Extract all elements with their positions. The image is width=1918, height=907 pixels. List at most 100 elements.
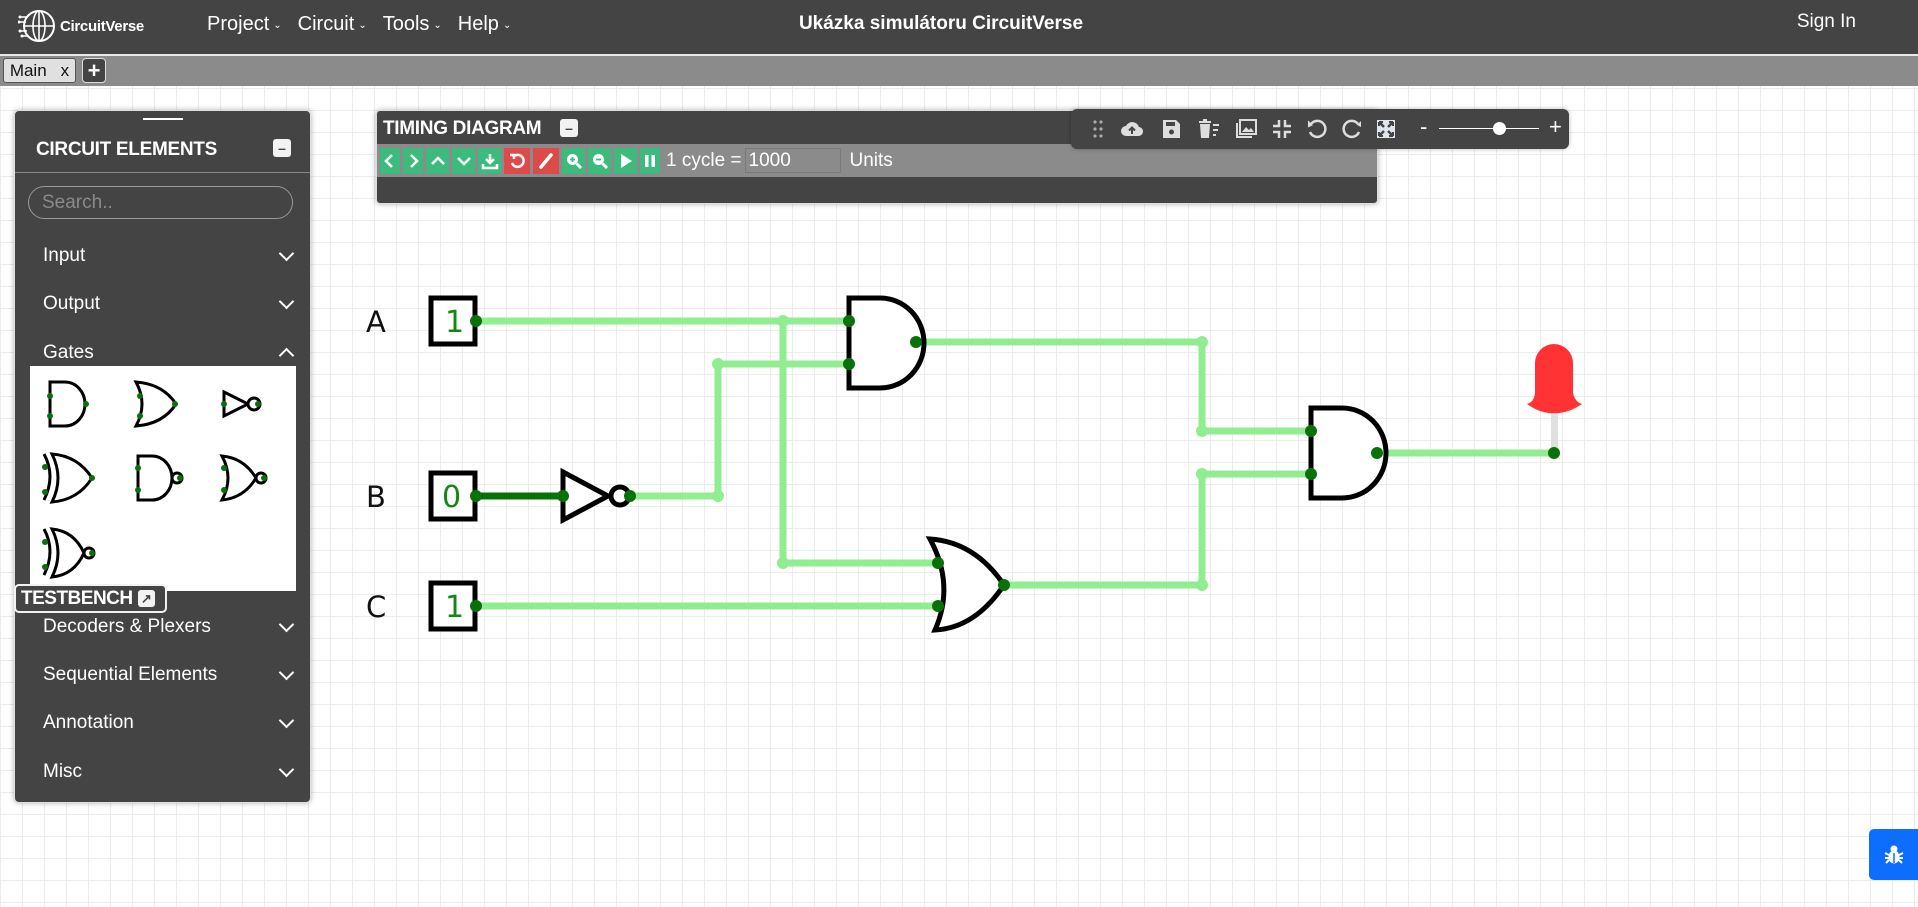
pin-node[interactable] [932,600,944,612]
pin-node[interactable] [1371,447,1383,459]
category-decoders-plexers[interactable]: Decoders & Plexers [43,612,298,642]
led-output[interactable] [1527,344,1582,452]
report-bug-button[interactable] [1869,829,1918,880]
pin-node[interactable] [998,579,1010,591]
toolbar-drag-handle[interactable] [1085,117,1111,141]
junctions [712,315,1208,591]
wire-and1-out[interactable] [912,338,1315,435]
timing-zoom-in-button[interactable] [562,147,585,174]
chevron-up-icon [430,155,445,165]
timing-pause-button[interactable] [640,147,660,174]
category-output[interactable]: Output [43,289,298,319]
wire-or-out[interactable] [1000,470,1315,589]
timing-diagram-header[interactable]: TIMING DIAGRAM – [377,111,1377,144]
junction-node[interactable] [777,315,789,327]
menu-circuit[interactable]: Circuit⌄ [298,13,367,36]
zoom-slider[interactable] [1439,128,1539,129]
drag-handle-icon [1093,120,1103,138]
tab-close-button[interactable]: x [60,60,70,80]
undo-button[interactable] [1304,117,1330,141]
testbench-button[interactable]: TESTBENCH ↗ [14,584,167,613]
quick-toolbar: - + [1071,109,1569,149]
redo-button[interactable] [1339,117,1365,141]
add-tab-button[interactable]: + [82,58,106,83]
timing-play-button[interactable] [614,147,637,174]
timing-up-button[interactable] [426,147,449,174]
element-search-input[interactable] [28,186,293,219]
tab-main[interactable]: Main x [3,58,76,83]
timing-right-button[interactable] [403,147,423,174]
menu-help[interactable]: Help⌄ [458,13,512,36]
timing-left-button[interactable] [380,147,400,174]
delete-all-button[interactable] [1196,117,1222,141]
menu-tools[interactable]: Tools⌄ [383,13,442,36]
chevron-down-icon: ⌄ [433,20,442,31]
fullscreen-button[interactable] [1373,117,1399,141]
pin-node[interactable] [843,315,855,327]
fit-screen-button[interactable] [1269,117,1295,141]
pin-node[interactable] [843,358,855,370]
junction-node[interactable] [777,557,789,569]
pin-node[interactable] [910,336,922,348]
cycle-units-input[interactable] [744,148,841,173]
zoom-in-button[interactable]: + [1549,114,1562,139]
pin-node[interactable] [557,490,569,502]
and-gate-2[interactable] [1308,405,1389,501]
pin-node[interactable] [1548,447,1560,459]
timing-down-button[interactable] [452,147,475,174]
timing-reset-button[interactable] [504,147,530,174]
project-title[interactable]: Ukázka simulátoru CircuitVerse [798,13,1084,34]
timing-eraser-button[interactable] [533,147,559,174]
and-gate-icon[interactable] [40,374,100,434]
save-button[interactable] [1158,117,1184,141]
not-gate-icon[interactable] [214,374,274,434]
junction-node[interactable] [1196,579,1208,591]
chevron-down-icon [278,664,295,681]
zoom-out-button[interactable]: - [1420,114,1428,139]
pin-node[interactable] [470,600,482,612]
sign-in-link[interactable]: Sign In [1796,11,1856,32]
junction-node[interactable] [1196,468,1208,480]
and-gate-1[interactable] [846,295,927,391]
category-label: Output [43,293,101,314]
logo[interactable]: CircuitVerse [18,6,144,46]
input-label-b: B [366,480,386,514]
input-a[interactable]: 1 [428,295,478,347]
category-annotation[interactable]: Annotation [43,708,298,738]
not-gate[interactable] [560,467,632,525]
category-gates[interactable]: Gates [43,338,298,368]
wire-not-out[interactable] [626,360,853,500]
input-c[interactable]: 1 [428,580,478,632]
pin-node[interactable] [470,315,482,327]
junction-node[interactable] [1196,336,1208,348]
pin-node[interactable] [1305,468,1317,480]
junction-node[interactable] [1196,425,1208,437]
minimize-panel-button[interactable]: – [273,139,291,157]
junction-node[interactable] [712,358,724,370]
or-gate[interactable] [925,536,1008,633]
category-misc[interactable]: Misc [43,757,298,787]
menu-project[interactable]: Project⌄ [207,13,282,36]
export-image-button[interactable] [1234,117,1260,141]
timing-download-button[interactable] [478,147,501,174]
pin-node[interactable] [624,490,636,502]
panel-drag-handle[interactable] [143,118,183,120]
input-b[interactable]: 0 [428,470,478,522]
junction-node[interactable] [712,490,724,502]
zoom-in-icon [566,153,582,169]
zoom-slider-thumb[interactable] [1492,122,1506,135]
pin-node[interactable] [932,557,944,569]
xnor-gate-icon[interactable] [40,523,100,583]
timing-zoom-out-button[interactable] [588,147,611,174]
category-sequential-elements[interactable]: Sequential Elements [43,660,298,690]
pin-node[interactable] [470,490,482,502]
nor-gate-icon[interactable] [214,448,274,508]
or-gate-icon[interactable] [128,374,188,434]
upload-button[interactable] [1119,117,1145,141]
pin-node[interactable] [1305,425,1317,437]
category-input[interactable]: Input [43,241,298,271]
xor-gate-icon[interactable] [40,448,100,508]
nand-gate-icon[interactable] [128,448,188,508]
minimize-timing-button[interactable]: – [560,119,578,137]
